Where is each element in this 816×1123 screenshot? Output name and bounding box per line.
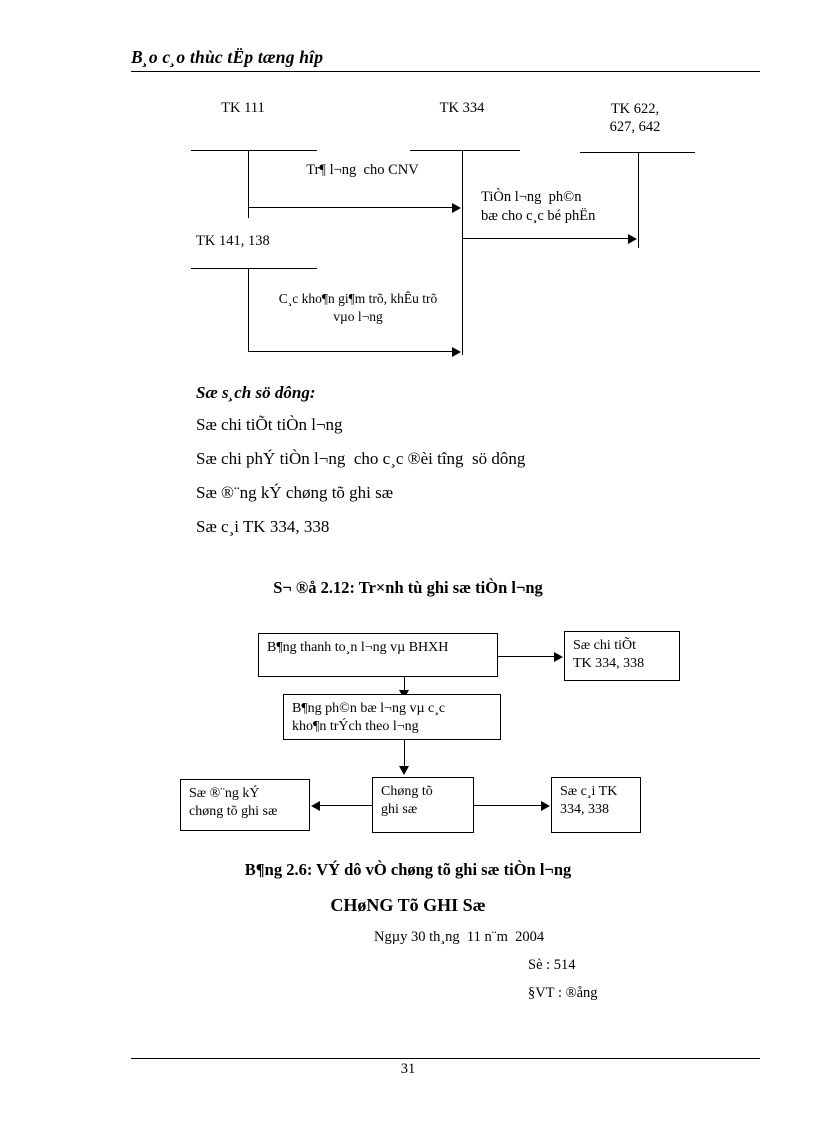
flowchart-arrowhead-box1-box2 <box>554 652 563 662</box>
t-stem-tk-334 <box>462 150 463 355</box>
flowchart-connector-box1-box3 <box>404 677 405 691</box>
t-flow-label-giam-tru: C¸c kho¶n gi¶m trõ, khÊu trõ vµo l¬ng <box>278 291 438 324</box>
running-header-title: B¸o c¸o thùc tËp tæng hîp <box>131 47 324 67</box>
list-item-2: Sæ ®¨ng kÝ chøng tõ ghi sæ <box>196 483 394 502</box>
flowchart-arrowhead-box3-box5 <box>399 766 409 775</box>
list-item-3: Sæ c¸i TK 334, 338 <box>196 517 330 536</box>
diagram-title: S¬ ®å 2.12: Tr×nh tù ghi sæ tiÒn l¬ng <box>273 578 543 597</box>
voucher-title: CHøNG Tõ GHI Sæ <box>330 895 486 915</box>
list-item-0: Sæ chi tiÕt tiÒn l¬ng <box>196 415 343 434</box>
list-block-title: Sæ s¸ch sö dông: <box>196 383 316 402</box>
voucher-number-line: Sè : 514 <box>528 957 576 973</box>
flowchart-box-bang-thanh-toan: B¶ng thanh to¸n l¬ng vµ BHXH <box>258 633 498 677</box>
flowchart-connector-box1-box2 <box>498 656 555 657</box>
t-stem-tk-111 <box>248 150 249 218</box>
t-flow-line-tra-luong <box>249 207 453 208</box>
t-bar-tk-111 <box>191 150 317 151</box>
t-stem-tk-622 <box>638 152 639 248</box>
flowchart-connector-box3-box5 <box>404 740 405 767</box>
t-flow-label-tra-luong: Tr¶ l¬ng cho CNV <box>306 162 419 178</box>
flowchart-box-so-dang-ky: Sæ ®¨ng kÝ chøng tõ ghi sæ <box>180 779 310 831</box>
t-account-label-tk-622: TK 622, 627, 642 <box>609 101 661 136</box>
t-flow-arrowhead-giam-tru <box>452 347 461 357</box>
header-rule <box>131 71 760 72</box>
t-bar-tk-334 <box>410 150 520 151</box>
flowchart-arrowhead-box5-box6 <box>541 801 550 811</box>
t-flow-arrowhead-tra-luong <box>452 203 461 213</box>
flowchart-connector-box5-box6 <box>474 805 542 806</box>
voucher-unit-line: §VT : ®ång <box>528 985 598 1001</box>
footer-rule <box>131 1058 760 1059</box>
voucher-date-line: Ngµy 30 th¸ng 11 n¨m 2004 <box>374 929 545 945</box>
flowchart-box-so-cai: Sæ c¸i TK 334, 338 <box>551 777 641 833</box>
table-caption: B¶ng 2.6: VÝ dô vÒ chøng tõ ghi sæ tiÒn … <box>244 860 572 879</box>
t-account-label-tk-334: TK 334 <box>439 100 485 116</box>
t-account-label-tk-141-138: TK 141, 138 <box>196 233 270 249</box>
list-item-1: Sæ chi phÝ tiÒn l¬ng cho c¸c ®èi tîng sö… <box>196 449 526 468</box>
t-flow-line-giam-tru <box>249 351 453 352</box>
flowchart-box-chung-tu-ghi-so: Chøng tõ ghi sæ <box>372 777 474 833</box>
t-bar-tk-622 <box>580 152 695 153</box>
t-stem-tk-141-138 <box>248 268 249 352</box>
t-flow-label-phan-bo: TiÒn l¬ng ph©n bæ cho c¸c bé phËn <box>481 189 596 224</box>
t-account-label-tk-111: TK 111 <box>221 100 265 116</box>
flowchart-arrowhead-box5-box4 <box>311 801 320 811</box>
page-number: 31 <box>400 1061 416 1077</box>
flowchart-box-bang-phan-bo: B¶ng ph©n bæ l¬ng vµ c¸c kho¶n trÝch the… <box>283 694 501 740</box>
t-bar-tk-141-138 <box>191 268 317 269</box>
t-flow-arrowhead-phan-bo <box>628 234 637 244</box>
t-flow-line-phan-bo <box>463 238 629 239</box>
flowchart-box-so-chi-tiet: Sæ chi tiÕt TK 334, 338 <box>564 631 680 681</box>
flowchart-connector-box5-box4 <box>320 805 372 806</box>
